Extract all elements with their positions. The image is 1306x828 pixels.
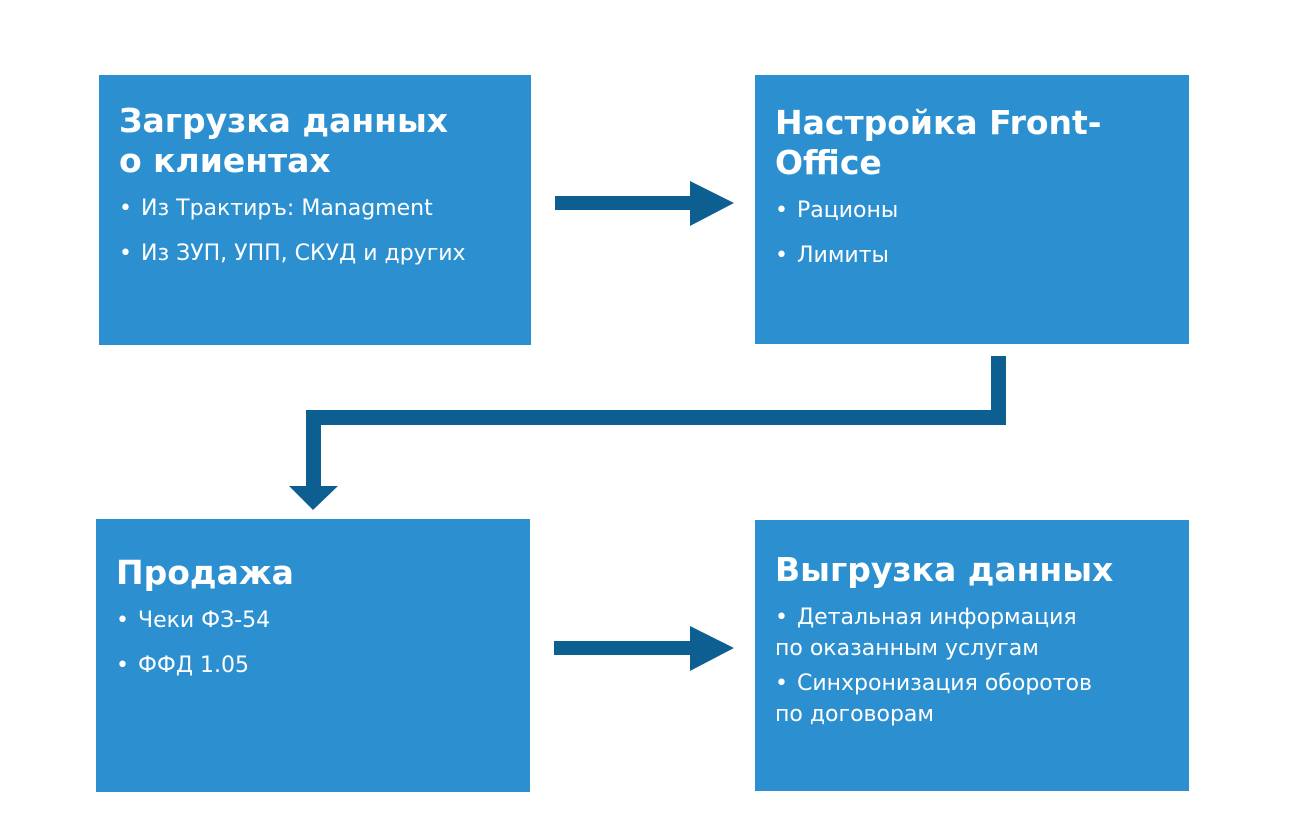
bullet-text: ФФД 1.05 (137, 653, 250, 678)
bullet-marker: • (119, 196, 132, 221)
step-title: Продажа (116, 553, 510, 593)
bullet-text: Детальная информация (796, 605, 1077, 630)
bullet-text-continuation: по оказанным услугам (775, 636, 1039, 661)
bullet-text: Чеки ФЗ-54 (137, 608, 271, 633)
step-title: Выгрузка данных (775, 550, 1169, 590)
step-title: Настройка Front- Office (775, 103, 1169, 183)
bullet-item: • Детальная информация по оказанным услуга… (775, 602, 1169, 664)
step-load-client-data: Загрузка данных о клиентах • Из Трактиръ:… (99, 75, 531, 345)
arrow-shaft (991, 356, 1006, 425)
step-title-line: Настройка Front- (775, 103, 1102, 142)
bullet-item: • Из ЗУП, УПП, СКУД и других (119, 238, 511, 269)
arrow-shaft (306, 410, 1006, 425)
arrow-shaft (306, 410, 321, 490)
bullet-marker: • (775, 198, 788, 223)
step-data-export: Выгрузка данных • Детальная информация по … (755, 520, 1189, 791)
bullet-text: Рационы (796, 198, 899, 223)
arrow-head (690, 181, 734, 226)
bullet-text: Лимиты (796, 243, 889, 268)
step-sale: Продажа • Чеки ФЗ-54 • ФФД 1.05 (96, 519, 530, 792)
arrow-shaft (554, 641, 694, 655)
step-title-line: о клиентах (119, 141, 331, 180)
bullet-text: Из Трактиръ: Managment (140, 196, 433, 221)
arrow-setup-to-sale (289, 356, 1006, 510)
arrow-head (289, 486, 338, 510)
bullet-marker: • (775, 671, 788, 696)
arrow-sale-to-export (554, 626, 734, 671)
bullet-text: Из ЗУП, УПП, СКУД и других (140, 241, 466, 266)
arrow-shaft (555, 196, 693, 210)
bullet-marker: • (119, 241, 132, 266)
arrow-head (690, 626, 734, 671)
arrow-load-to-setup (555, 181, 734, 226)
step-title-line: Загрузка данных (119, 101, 449, 140)
bullet-text: Синхронизация оборотов (796, 671, 1092, 696)
bullet-item: • Чеки ФЗ-54 (116, 605, 510, 636)
step-title-line: Продажа (116, 553, 294, 592)
step-bullet-list: • Чеки ФЗ-54 • ФФД 1.05 (116, 605, 510, 681)
step-bullet-list: • Детальная информация по оказанным услуга… (775, 602, 1169, 730)
step-bullet-list: • Рационы • Лимиты (775, 195, 1169, 271)
bullet-marker: • (775, 243, 788, 268)
step-front-office-setup: Настройка Front- Office • Рационы • Лимиты (755, 75, 1189, 344)
bullet-marker: • (116, 653, 129, 678)
bullet-item: • Из Трактиръ: Managment (119, 193, 511, 224)
step-title: Загрузка данных о клиентах (119, 101, 511, 181)
bullet-item: • ФФД 1.05 (116, 650, 510, 681)
step-title-line: Выгрузка данных (775, 550, 1114, 589)
bullet-item: • Лимиты (775, 240, 1169, 271)
step-bullet-list: • Из Трактиръ: Managment • Из ЗУП, УПП, СК… (119, 193, 511, 269)
bullet-item: • Синхронизация оборотов по договорам (775, 668, 1169, 730)
bullet-marker: • (775, 605, 788, 630)
bullet-marker: • (116, 608, 129, 633)
bullet-item: • Рационы (775, 195, 1169, 226)
bullet-text-continuation: по договорам (775, 702, 934, 727)
step-title-line: Office (775, 143, 882, 182)
